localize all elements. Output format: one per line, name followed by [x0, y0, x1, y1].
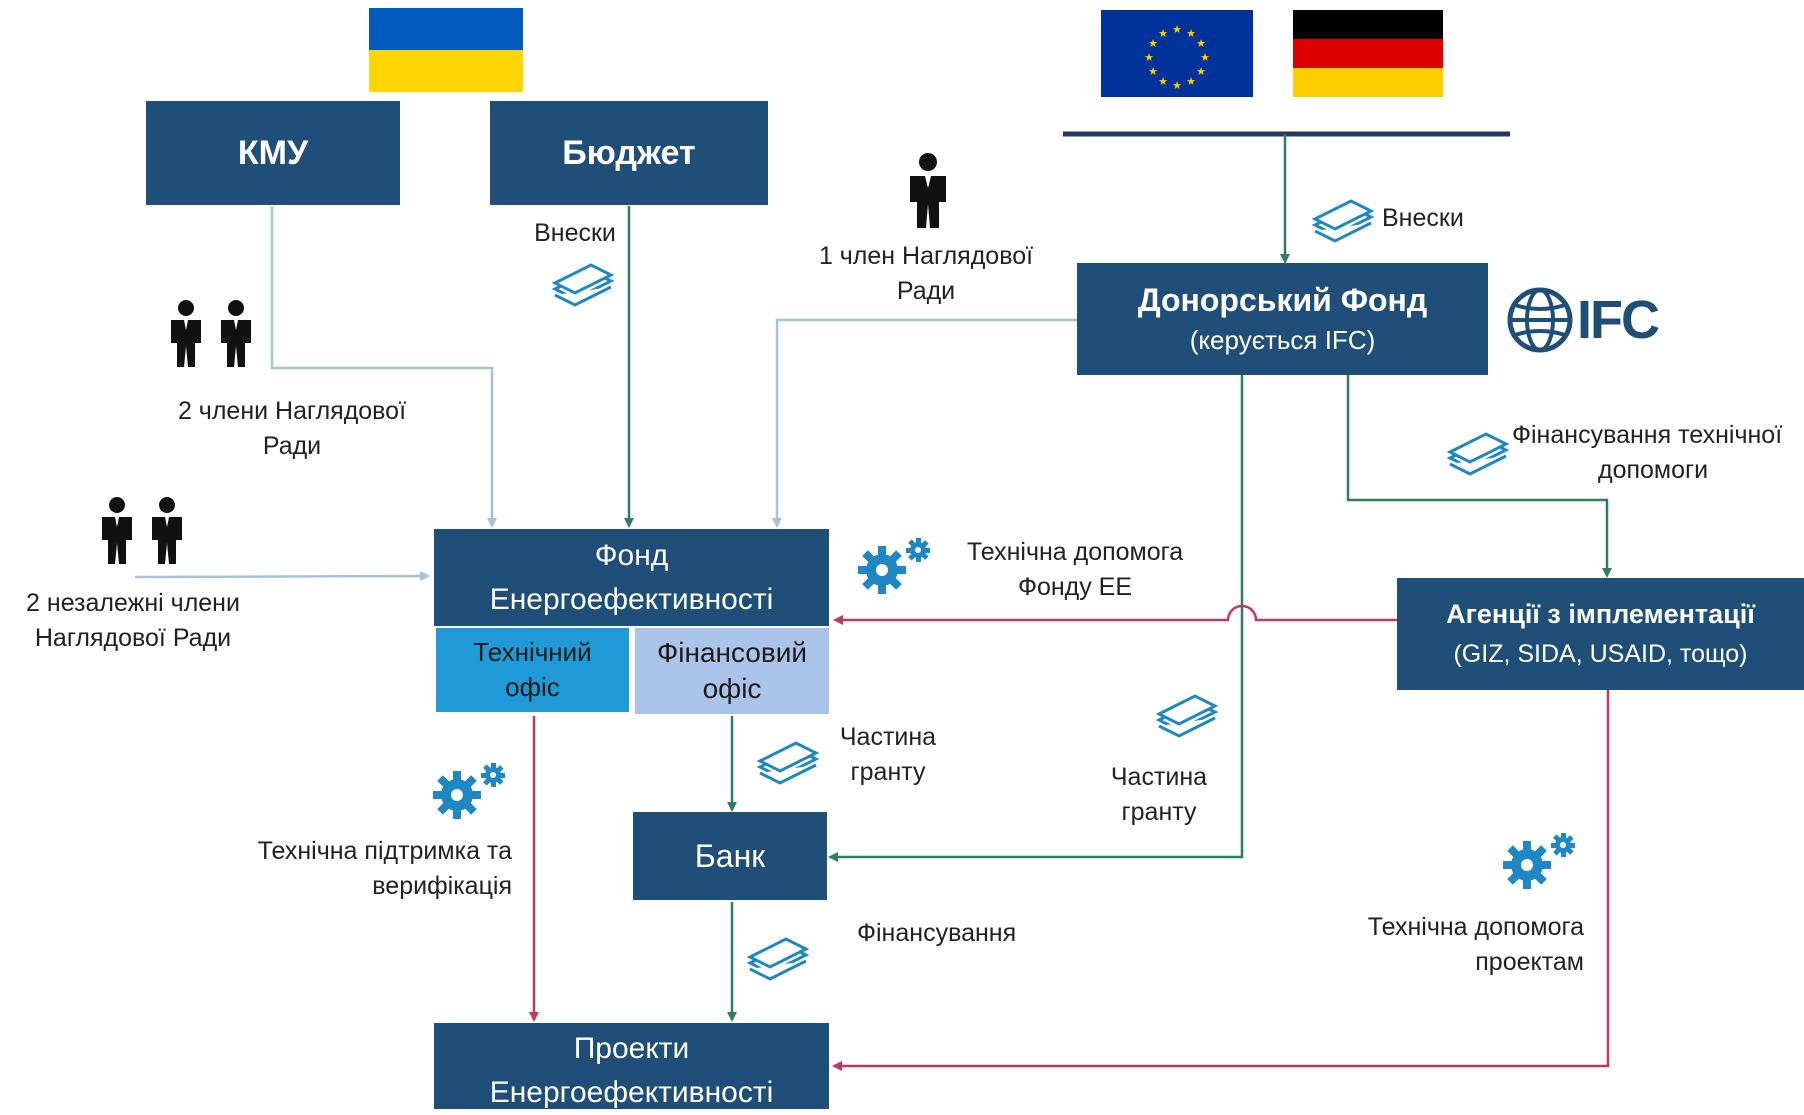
- svg-text:★: ★: [1172, 23, 1182, 36]
- two-members-line2: Ради: [262, 432, 322, 460]
- tech-support-line1: Технічна підтримка та: [257, 837, 512, 865]
- fin-office-box: Фінансовий офіс: [635, 628, 829, 714]
- ta-funding-label: Фінансування технічної допомоги: [1512, 418, 1804, 488]
- grant-part-1-label: Частина гранту: [818, 720, 958, 790]
- ta-funding-line1: Фінансування технічної: [1512, 421, 1783, 449]
- svg-text:★: ★: [1186, 27, 1196, 40]
- flag-germany-icon: [1293, 10, 1443, 97]
- ta-fund-line2: Фонду ЕЕ: [1017, 573, 1133, 601]
- ta-fund-label: Технічна допомога Фонду ЕЕ: [945, 535, 1205, 605]
- donor-fund-title: Донорський Фонд: [1137, 282, 1428, 318]
- arrow-agencies-to-projects: [832, 690, 1610, 1071]
- fin-office-line1: Фінансовий: [656, 637, 808, 668]
- ee-fund-box: Фонд Енергоефективності: [434, 529, 829, 626]
- money-stack-icon: [746, 937, 810, 981]
- money-stack-icon: [1446, 432, 1510, 476]
- grant-part-1-line1: Частина: [839, 723, 937, 751]
- projects-line2: Енергоефективності: [489, 1076, 774, 1109]
- ta-fund-line1: Технічна допомога: [966, 538, 1184, 566]
- person-icon: [910, 153, 946, 228]
- svg-text:★: ★: [1148, 37, 1158, 50]
- gears-icon: [858, 538, 930, 594]
- ta-projects-line2: проектам: [1475, 948, 1584, 976]
- bank-label: Банк: [694, 837, 766, 874]
- tech-office-box: Технічний офіс: [436, 628, 629, 712]
- arrow-donor-member-to-fund: [772, 318, 1077, 528]
- ee-fund-line1: Фонд: [594, 538, 669, 572]
- svg-text:★: ★: [1172, 79, 1182, 92]
- arrow-agencies-to-fund: [833, 604, 1397, 625]
- one-member-label: 1 член Наглядової Ради: [776, 239, 1076, 309]
- two-independent-line2: Наглядової Ради: [34, 624, 232, 652]
- svg-text:★: ★: [1148, 65, 1158, 78]
- svg-text:★: ★: [1186, 75, 1196, 88]
- budget-contrib-label: Внески: [534, 219, 616, 247]
- tech-office-line1: Технічний: [473, 637, 592, 667]
- ifc-logo-text: IFC: [1577, 290, 1660, 350]
- tech-support-line2: верифікація: [372, 872, 512, 900]
- donor-fund-subtitle: (керується IFC): [1189, 325, 1376, 355]
- tech-support-label: Технічна підтримка та верифікація: [220, 834, 512, 904]
- donor-contrib-label: Внески: [1382, 204, 1464, 232]
- agencies-subtitle: (GIZ, SIDA, USAID, тощо): [1453, 640, 1748, 668]
- two-persons-icon: [171, 300, 251, 367]
- grant-part-2-line1: Частина: [1110, 763, 1208, 791]
- two-independent-line1: 2 незалежні члени: [26, 589, 240, 617]
- svg-text:★: ★: [1200, 51, 1210, 64]
- arrow-donor-fund-to-agencies: [1346, 375, 1612, 578]
- agencies-box: Агенції з імплементації (GIZ, SIDA, USAI…: [1397, 578, 1804, 690]
- two-members-line1: 2 члени Наглядової: [177, 397, 407, 425]
- svg-text:★: ★: [1158, 75, 1168, 88]
- bank-box: Банк: [633, 812, 827, 900]
- svg-text:★: ★: [1144, 51, 1154, 64]
- arrow-independent-to-fund: [134, 571, 430, 582]
- one-member-line1: 1 член Наглядової: [818, 242, 1034, 270]
- two-members-label: 2 члени Наглядової Ради: [140, 394, 444, 464]
- money-stack-icon: [756, 741, 820, 785]
- financing-label: Фінансування: [857, 919, 1017, 947]
- globe-icon: [1507, 287, 1573, 353]
- two-independent-label: 2 незалежні члени Наглядової Ради: [0, 586, 266, 656]
- ta-funding-line2: допомоги: [1598, 456, 1709, 484]
- budget-box: Бюджет: [490, 101, 768, 205]
- kmu-label: КМУ: [237, 133, 309, 172]
- grant-part-2-line2: гранту: [1121, 798, 1197, 826]
- svg-text:★: ★: [1196, 65, 1206, 78]
- ta-projects-label: Технічна допомога проектам: [1330, 910, 1584, 980]
- budget-label: Бюджет: [562, 133, 696, 172]
- flag-ukraine-icon: [369, 8, 523, 92]
- money-stack-icon: [1311, 199, 1375, 243]
- gears-icon: [1503, 833, 1575, 889]
- ta-projects-line1: Технічна допомога: [1367, 913, 1584, 941]
- arrow-kmu-to-fund: [270, 206, 497, 528]
- fin-office-line2: офіс: [702, 673, 762, 704]
- tech-office-line2: офіс: [505, 672, 560, 702]
- ee-fund-line2: Енергоефективності: [489, 582, 774, 616]
- agencies-title: Агенції з імплементації: [1446, 599, 1755, 629]
- flag-eu-icon: ★★★ ★★★ ★★★ ★★★: [1101, 10, 1253, 97]
- money-stack-icon: [1155, 694, 1219, 738]
- svg-text:★: ★: [1196, 37, 1206, 50]
- money-stack-icon: [551, 263, 615, 307]
- donor-fund-box: Донорський Фонд (керується IFC): [1077, 263, 1488, 375]
- projects-line1: Проекти: [573, 1032, 690, 1065]
- two-persons-icon: [102, 497, 182, 564]
- arrow-donor-fund-to-bank: [828, 375, 1244, 862]
- one-member-line2: Ради: [896, 277, 956, 305]
- projects-box: Проекти Енергоефективності: [434, 1023, 829, 1109]
- grant-part-1-line2: гранту: [850, 758, 926, 786]
- gears-icon: [433, 763, 505, 819]
- ifc-logo: IFC: [1505, 285, 1675, 355]
- svg-text:★: ★: [1158, 27, 1168, 40]
- kmu-box: КМУ: [146, 101, 400, 205]
- grant-part-2-label: Частина гранту: [1089, 760, 1229, 830]
